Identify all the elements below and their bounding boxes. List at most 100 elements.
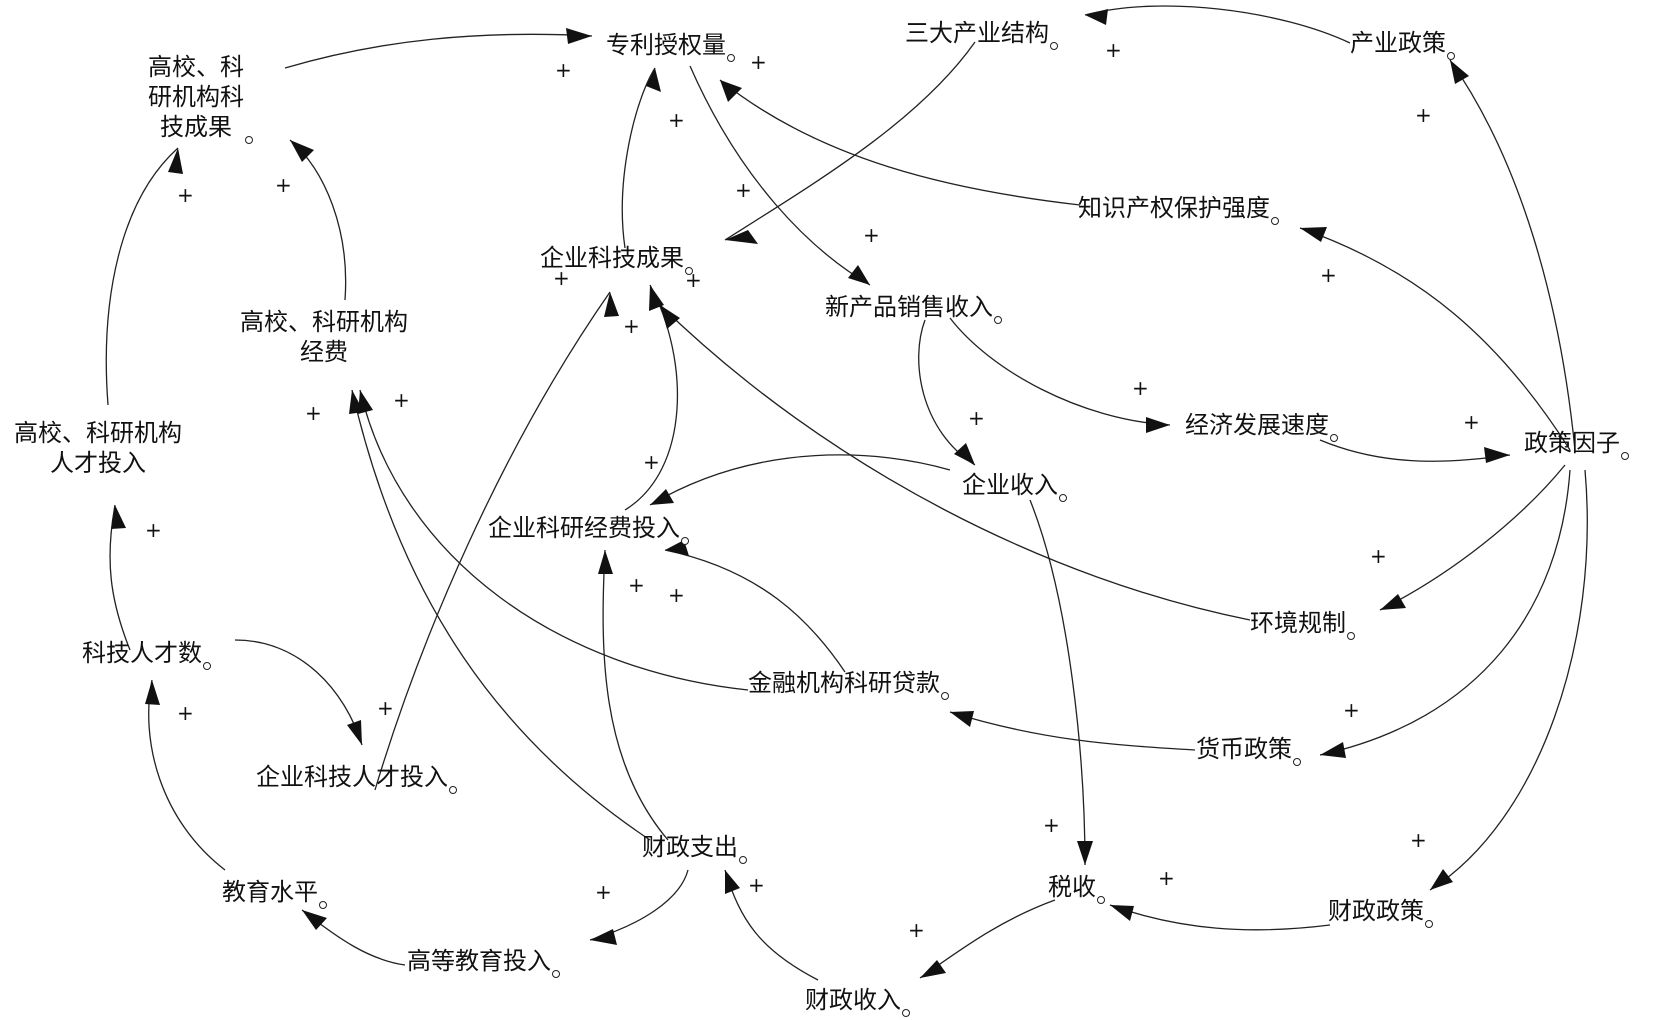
node-new-product-revenue-label: 新产品销售收入 [825,293,993,321]
node-education-level-label: 教育水平 [222,878,318,906]
link-finance-loan-to-enterprise-rd [664,549,846,673]
node-enterprise-rd: 企业科研经费投入 [488,513,689,545]
node-industry-structure-label: 三大产业结构 [905,19,1049,47]
arrowhead [1320,742,1346,758]
node-marker [1425,920,1433,928]
node-univ-funding: 高校、科研机构 经费 [240,307,408,367]
node-marker [685,267,693,275]
node-monetary-policy-label: 货币政策 [1196,735,1292,763]
arrowhead [1146,417,1170,433]
arrowhead [649,285,664,311]
node-univ-outcome-line-2: 研机构科 [148,83,244,111]
node-marker [1621,452,1629,460]
polarity-sign: + [1343,698,1360,722]
link-patent-to-new-product [689,65,871,286]
link-industry-structure-to-enterprise-outcome [724,41,976,241]
node-ip-protection-label: 知识产权保护强度 [1078,194,1270,222]
node-marker [1347,632,1355,640]
polarity-sign: + [1158,866,1175,890]
node-univ-outcome-line-3: 技成果 [160,113,232,141]
link-industry-policy-to-industry-structure [1084,5,1351,44]
node-marker [245,136,253,144]
polarity-sign: + [1370,544,1387,568]
arrowhead [290,140,314,162]
node-industry-policy-label: 产业政策 [1350,29,1446,57]
link-policy-factor-to-ip [1299,227,1571,451]
arrowhead [1430,869,1453,890]
polarity-sign: + [377,696,394,720]
node-econ-speed-label: 经济发展速度 [1185,411,1329,439]
node-tax-label: 税收 [1048,873,1096,901]
arrowhead [590,929,617,945]
node-new-product-revenue: 新产品销售收入 [825,292,1002,324]
polarity-sign: + [1043,813,1060,837]
node-univ-funding-line-1: 高校、科研机构 [240,308,408,336]
node-industry-structure: 三大产业结构 [905,18,1058,50]
polarity-sign: + [177,701,194,725]
node-ip-protection: 知识产权保护强度 [1078,193,1279,225]
link-finance-loan-to-univ-funding [359,389,749,691]
node-industry-policy: 产业政策 [1350,28,1455,60]
polarity-sign: + [623,314,640,338]
node-patent-label: 专利授权量 [606,31,726,59]
arrowhead [720,80,742,102]
polarity-sign: + [748,873,765,897]
node-marker [319,901,327,909]
link-policy-factor-to-fiscal-policy [1429,469,1588,891]
node-enterprise-outcome-label: 企业科技成果 [540,244,684,272]
node-monetary-policy: 货币政策 [1196,734,1301,766]
arrowhead [660,305,680,329]
node-marker [1271,217,1279,225]
arrowhead [598,550,613,574]
link-policy-factor-to-industry-policy [1449,59,1576,451]
node-enterprise-talent: 企业科技人才投入 [256,762,457,794]
arrowhead [725,230,758,244]
arrowhead [920,960,946,978]
link-fiscal-spending-to-enterprise-rd [602,549,669,841]
node-talent-count-label: 科技人才数 [82,639,202,667]
polarity-sign: + [750,50,767,74]
node-univ-talent-line-1: 高校、科研机构 [14,419,182,447]
node-fiscal-spending: 财政支出 [642,832,747,864]
arrowhead [349,390,364,414]
node-policy-factor-label: 政策因子 [1524,429,1620,457]
node-enterprise-talent-label: 企业科技人才投入 [256,763,448,791]
polarity-sign: + [393,388,410,412]
polarity-sign: + [1463,410,1480,434]
polarity-sign: + [908,918,925,942]
link-enterprise-income-to-enterprise-rd [649,454,951,506]
node-marker [1059,494,1067,502]
arrowhead [954,443,975,465]
node-marker [739,856,747,864]
polarity-sign: + [177,183,194,207]
node-fiscal-policy-label: 财政政策 [1328,897,1424,925]
node-marker [681,537,689,545]
arrowhead [566,28,592,44]
node-fiscal-spending-label: 财政支出 [642,833,738,861]
arrowhead [1380,594,1406,610]
arrowhead [950,711,974,727]
link-monetary-to-finance-loan [949,711,1196,751]
polarity-sign: + [1320,263,1337,287]
polarity-sign: + [685,268,702,292]
polarity-sign: + [643,450,660,474]
polarity-sign: + [595,880,612,904]
node-fiscal-policy: 财政政策 [1328,896,1433,928]
arrowhead [145,680,160,705]
node-talent-count: 科技人才数 [82,638,211,670]
node-marker [203,662,211,670]
node-education-level: 教育水平 [222,877,327,909]
link-policy-factor-to-env [1379,464,1566,611]
node-higher-edu-investment: 高等教育投入 [407,946,560,978]
arrowhead [1077,841,1093,865]
node-patent: 专利授权量 [606,30,735,62]
link-univ-outcome-to-patent [284,33,593,69]
node-fiscal-revenue-label: 财政收入 [805,986,901,1014]
node-econ-speed: 经济发展速度 [1185,410,1338,442]
arrowhead [1110,905,1134,921]
node-univ-outcome-line-1: 高校、科 [148,53,244,81]
arrowhead [1450,60,1469,84]
link-enterprise-outcome-to-patent [621,67,656,249]
